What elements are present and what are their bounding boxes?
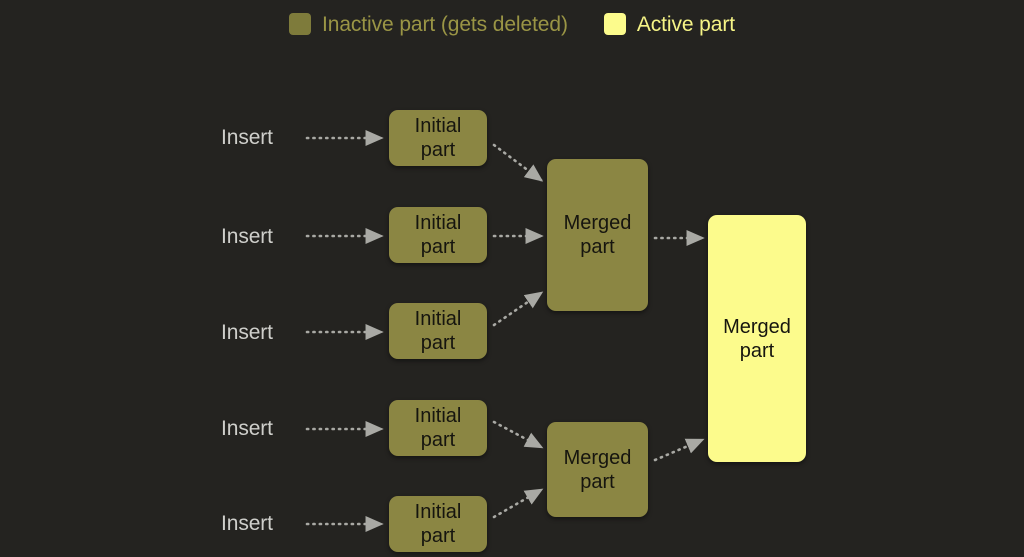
legend-label-active: Active part	[636, 12, 735, 36]
insert-label-2: Insert	[221, 225, 273, 248]
arrow-initial5-to-merged2	[492, 488, 544, 519]
arrow-initial4-to-merged2	[492, 420, 544, 449]
legend-item-inactive: Inactive part (gets deleted)	[289, 13, 568, 35]
legend-label-inactive: Inactive part (gets deleted)	[322, 12, 568, 36]
insert-label-5: Insert	[221, 512, 273, 535]
legend-item-active: Active part	[603, 12, 735, 36]
arrow-merged2-to-final	[653, 438, 705, 462]
insert-label-3: Insert	[221, 321, 273, 344]
arrow-initial3-to-merged1	[492, 291, 544, 327]
legend-swatch-active-icon	[603, 13, 626, 35]
insert-label-4: Insert	[221, 417, 273, 440]
legend-swatch-inactive-icon	[289, 13, 312, 35]
arrow-initial1-to-merged1	[492, 143, 544, 182]
insert-label-1: Insert	[221, 126, 273, 149]
legend: Inactive part (gets deleted) Active part	[0, 0, 1024, 48]
